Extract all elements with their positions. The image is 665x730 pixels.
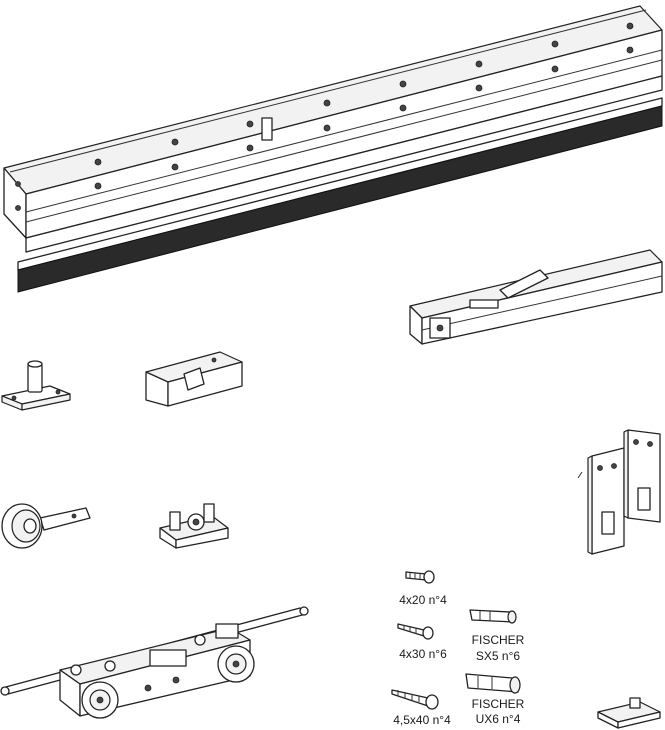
aluminium-track-rail	[3, 5, 663, 253]
brush-seal-strip	[17, 97, 663, 293]
wall-brackets	[577, 429, 661, 555]
label-screw-4x20: 4x20 n°4	[399, 593, 447, 607]
end-stop-block	[145, 351, 243, 407]
label-screw-45x40: 4,5x40 n°4	[393, 713, 451, 727]
floor-guide-pin	[1, 360, 71, 411]
damper-activator	[159, 503, 229, 549]
wall-plug-ux6	[465, 673, 521, 694]
label-screw-4x30: 4x30 n°6	[399, 647, 447, 661]
floor-clip	[597, 697, 661, 729]
screw-4x20	[405, 570, 435, 584]
bottom-guide-wheel	[1, 503, 91, 549]
screw-4x30	[397, 623, 434, 640]
screw-45x40	[391, 689, 439, 710]
label-fischer-sx5-spec: SX5 n°6	[475, 649, 521, 663]
label-fischer-sx5-brand: FISCHER	[471, 633, 525, 647]
trolley-carriage	[0, 606, 309, 719]
wall-plug-sx5	[469, 609, 517, 624]
label-fischer-ux6-brand: FISCHER	[471, 697, 525, 711]
label-fischer-ux6-spec: UX6 n°4	[475, 712, 521, 726]
soft-close-damper	[409, 249, 663, 345]
